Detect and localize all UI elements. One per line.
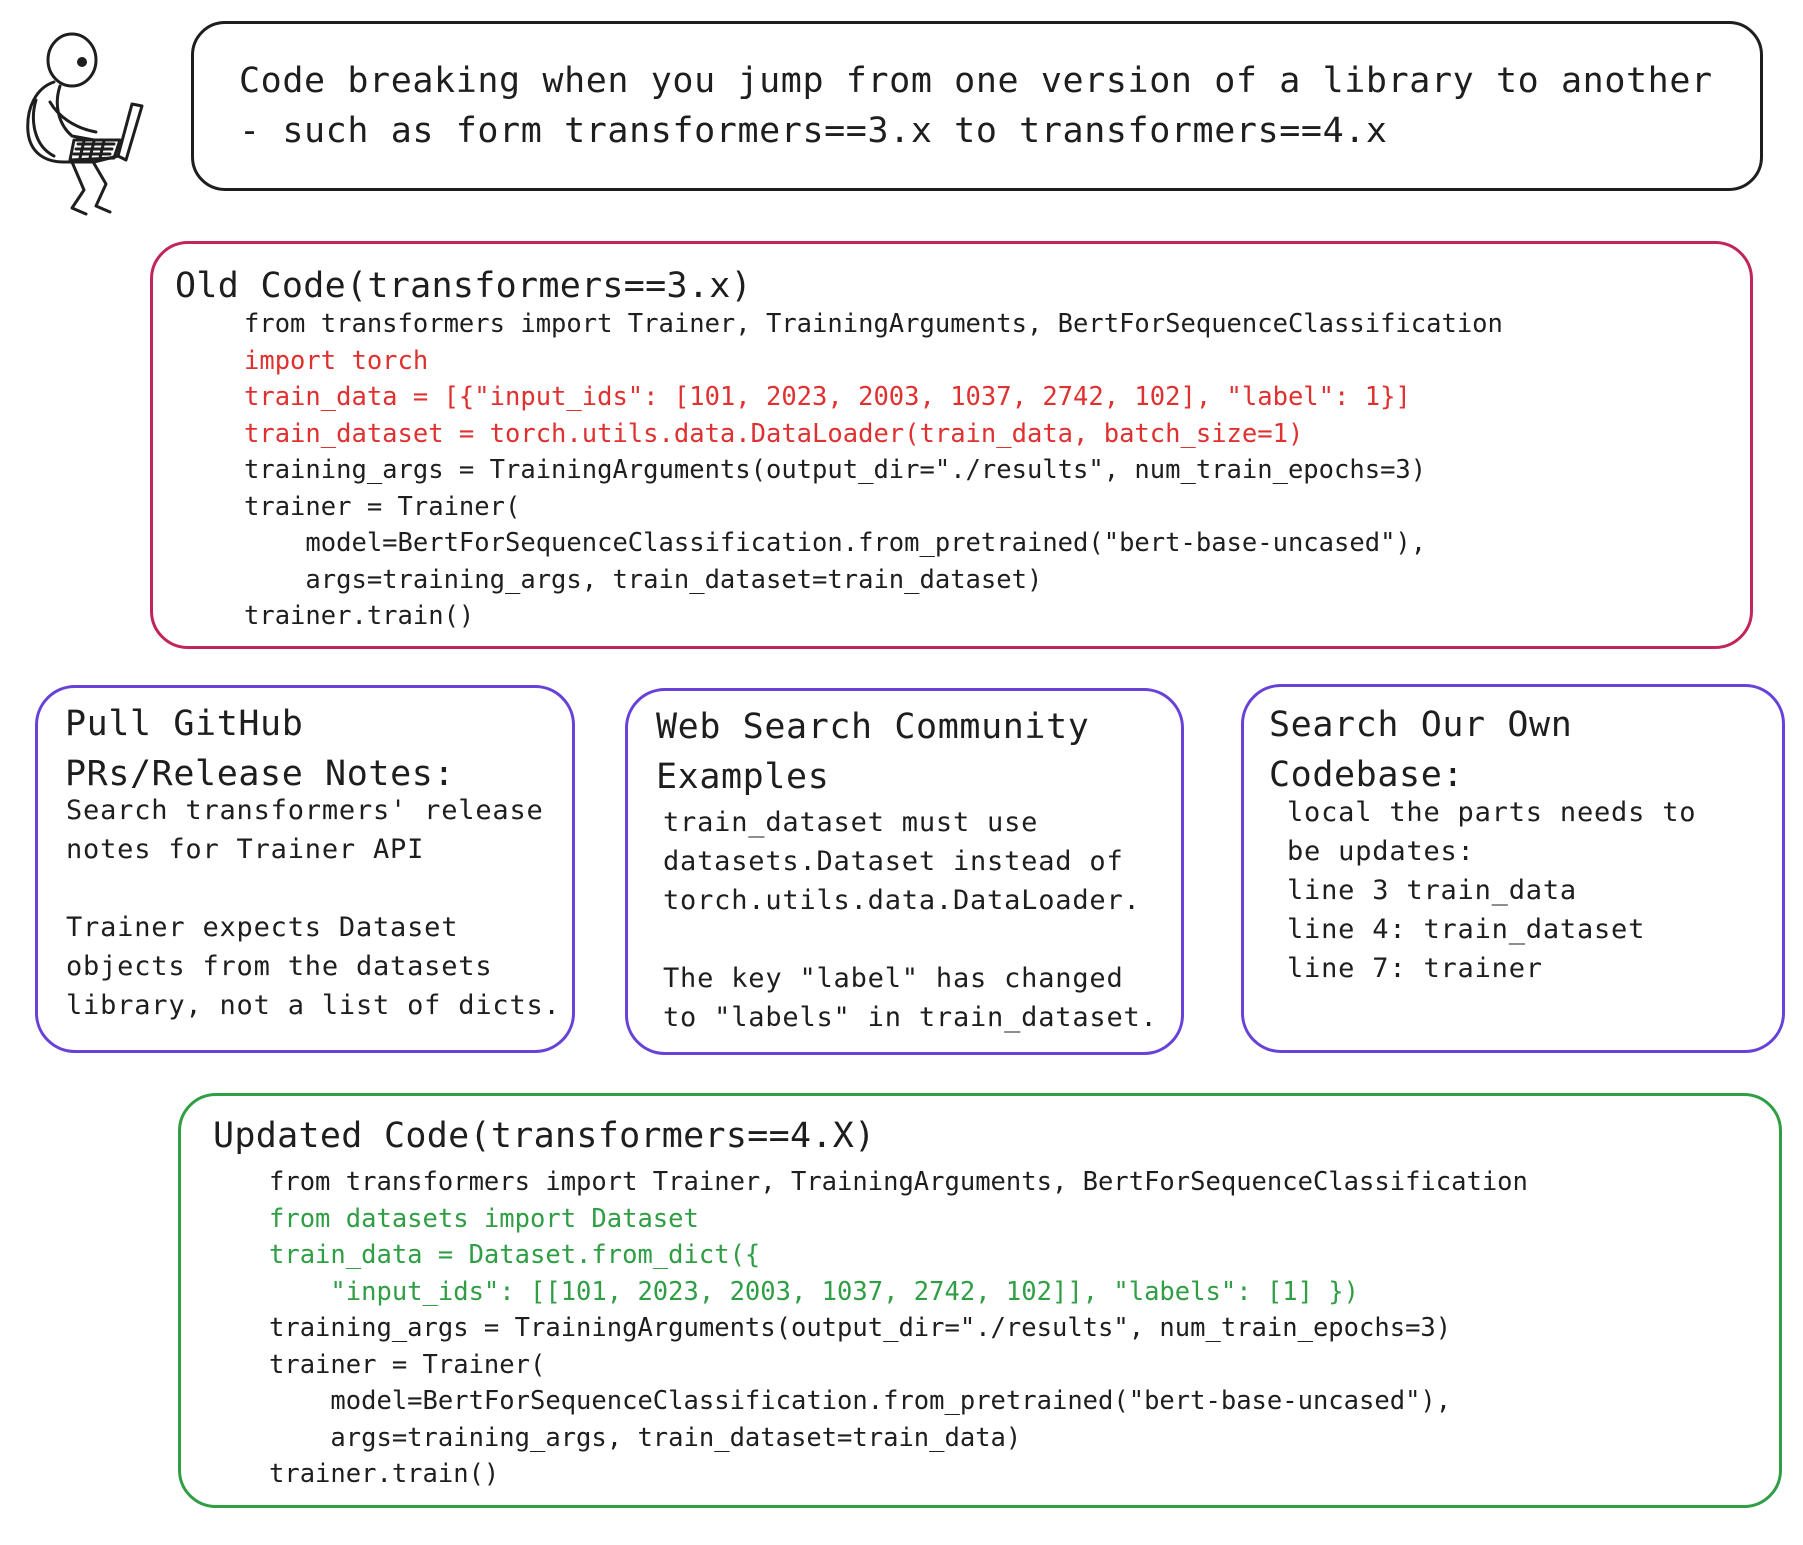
- updated-code-line: train_data = Dataset.from_dict({: [269, 1240, 761, 1270]
- updated-code-box: Updated Code(transformers==4.X) from tra…: [178, 1093, 1782, 1508]
- step-body-line: Search transformers' release: [66, 795, 544, 826]
- step-title-line: Codebase:: [1269, 755, 1465, 795]
- step-body-line: datasets.Dataset instead of: [663, 846, 1124, 877]
- step-body-line: line 4: train_dataset: [1287, 914, 1646, 945]
- step-title-line: Examples: [656, 757, 830, 797]
- person-with-laptop-icon: [26, 32, 144, 216]
- step-web-search-title: Web Search Community Examples: [656, 702, 1089, 802]
- step-codebase-search-body: local the parts needs to be updates: lin…: [1287, 793, 1696, 988]
- step-title-line: Search Our Own: [1269, 705, 1573, 745]
- step-title-line: Web Search Community: [656, 707, 1090, 747]
- old-code-line: model=BertForSequenceClassification.from…: [244, 528, 1427, 558]
- problem-statement-text: Code breaking when you jump from one ver…: [239, 56, 1713, 156]
- updated-code-line: trainer = Trainer(: [269, 1349, 546, 1380]
- old-code-line: trainer.train(): [244, 601, 475, 631]
- step-body-line: to "labels" in train_dataset.: [663, 1002, 1158, 1033]
- old-code-line: args=training_args, train_dataset=train_…: [244, 564, 1043, 595]
- step-body-line: objects from the datasets: [66, 951, 493, 982]
- step-body-line: local the parts needs to: [1287, 797, 1697, 828]
- step-body-line: train_dataset must use: [663, 807, 1039, 838]
- step-codebase-search-title: Search Our Own Codebase:: [1269, 700, 1572, 800]
- old-code-line: import torch: [244, 345, 429, 376]
- updated-code-line: training_args = TrainingArguments(output…: [269, 1313, 1452, 1343]
- updated-code-line: model=BertForSequenceClassification.from…: [269, 1386, 1452, 1416]
- old-code-line: training_args = TrainingArguments(output…: [244, 455, 1427, 485]
- step-title-line: PRs/Release Notes:: [65, 754, 456, 794]
- step-body-line: library, not a list of dicts.: [66, 990, 561, 1021]
- updated-code-line: from transformers import Trainer, Traini…: [269, 1167, 1528, 1197]
- updated-code-title: Updated Code(transformers==4.X): [213, 1116, 876, 1156]
- step-body-line: Trainer expects Dataset: [66, 912, 459, 943]
- step-body-line: line 3 train_data: [1287, 875, 1577, 906]
- step-web-search-box: Web Search Community Examples train_data…: [625, 688, 1184, 1055]
- old-code-line: trainer = Trainer(: [244, 491, 521, 522]
- problem-statement-box: Code breaking when you jump from one ver…: [191, 21, 1763, 191]
- problem-statement-line-1: Code breaking when you jump from one ver…: [239, 61, 1713, 101]
- step-codebase-search-box: Search Our Own Codebase: local the parts…: [1241, 684, 1785, 1053]
- updated-code-line: args=training_args, train_dataset=train_…: [269, 1422, 1022, 1453]
- step-body-line: be updates:: [1287, 836, 1475, 867]
- step-title-line: Pull GitHub: [65, 704, 304, 744]
- step-body-line: torch.utils.data.DataLoader.: [663, 885, 1141, 916]
- old-code-listing: from transformers import Trainer, Traini…: [244, 306, 1503, 635]
- old-code-line: from transformers import Trainer, Traini…: [244, 309, 1503, 339]
- step-body-line: notes for Trainer API: [66, 834, 425, 865]
- step-github-release-notes-body: Search transformers' release notes for T…: [66, 791, 561, 1025]
- updated-code-line: from datasets import Dataset: [269, 1203, 699, 1234]
- old-code-line: train_dataset = torch.utils.data.DataLoa…: [244, 418, 1304, 449]
- step-body-line: line 7: trainer: [1287, 953, 1543, 984]
- step-web-search-body: train_dataset must use datasets.Dataset …: [663, 803, 1158, 1037]
- old-code-box: Old Code(transformers==3.x) from transfo…: [150, 241, 1753, 649]
- updated-code-line: trainer.train(): [269, 1459, 500, 1489]
- step-github-release-notes-title: Pull GitHub PRs/Release Notes:: [65, 699, 455, 799]
- step-body-line: The key "label" has changed: [663, 963, 1124, 994]
- step-github-release-notes-box: Pull GitHub PRs/Release Notes: Search tr…: [35, 685, 575, 1053]
- old-code-title: Old Code(transformers==3.x): [175, 266, 753, 306]
- updated-code-listing: from transformers import Trainer, Traini…: [269, 1164, 1528, 1493]
- updated-code-line: "input_ids": [[101, 2023, 2003, 1037, 27…: [269, 1276, 1360, 1307]
- old-code-line: train_data = [{"input_ids": [101, 2023, …: [244, 382, 1411, 412]
- problem-statement-line-2: - such as form transformers==3.x to tran…: [239, 111, 1388, 151]
